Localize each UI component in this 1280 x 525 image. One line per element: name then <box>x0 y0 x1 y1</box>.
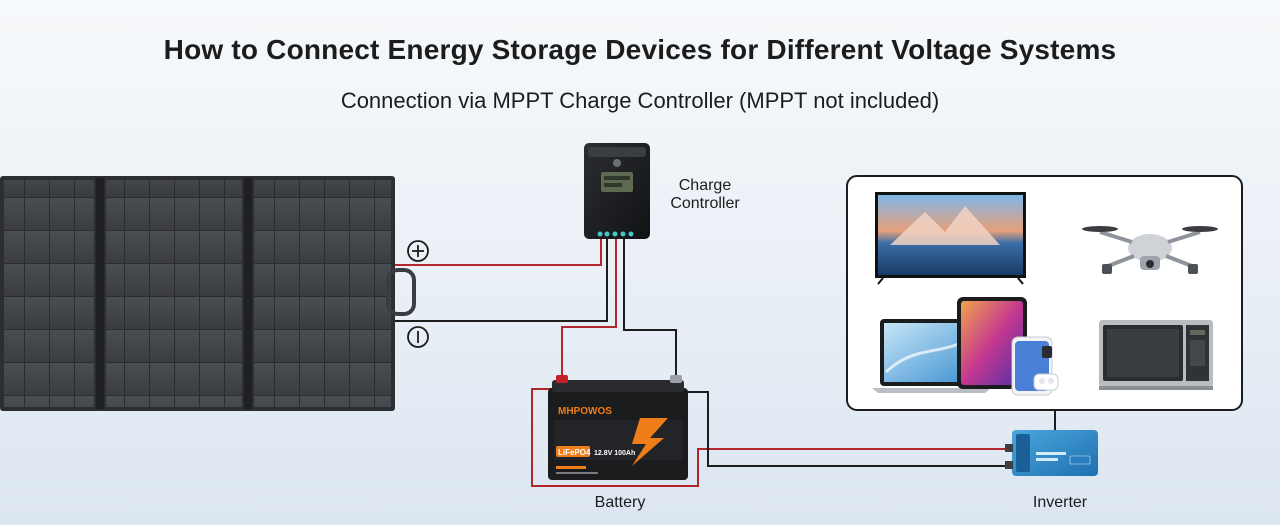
wire-battery-inverter-negative <box>688 391 1010 467</box>
wiring <box>395 238 1056 487</box>
tv-icon <box>875 192 1026 285</box>
battery-spec-text: 12.8V 100Ah <box>594 450 635 457</box>
page-subtitle: Connection via MPPT Charge Controller (M… <box>340 88 940 113</box>
charge-controller-label-line1: Charge <box>678 177 732 194</box>
positive-terminal-symbol <box>407 240 429 262</box>
lightning-icon <box>632 418 668 466</box>
wire-battery-inverter-positive <box>531 388 1010 487</box>
controller-terminals <box>597 231 634 237</box>
battery-positive-terminal <box>556 375 568 383</box>
battery-chemistry-text: LiFePO4 <box>558 448 591 457</box>
charge-controller <box>584 143 650 239</box>
tablet-icon <box>957 297 1027 389</box>
battery-negative-terminal <box>670 375 682 383</box>
page-title: How to Connect Energy Storage Devices fo… <box>163 34 1117 65</box>
loads-box <box>846 175 1243 411</box>
charge-controller-label: Charge Controller <box>660 177 750 213</box>
battery-label: Battery <box>594 494 646 511</box>
battery-brand-text: MHPOWOS <box>558 406 612 417</box>
negative-terminal-symbol <box>407 326 429 348</box>
wire-controller-battery-negative <box>623 238 677 384</box>
panel-handle <box>386 268 416 316</box>
solar-panel-section <box>106 180 242 407</box>
microwave-icon <box>1099 320 1213 390</box>
wire-controller-battery-positive <box>561 238 617 384</box>
charge-controller-label-line2: Controller <box>670 195 740 212</box>
inverter <box>1005 430 1098 476</box>
battery: MHPOWOS LiFePO4 12.8V 100Ah <box>548 375 688 480</box>
solar-panel-section <box>254 180 391 407</box>
inverter-label: Inverter <box>1032 494 1088 511</box>
wire-panel-negative <box>395 238 608 322</box>
controller-display <box>601 172 633 192</box>
drone-icon <box>1082 226 1218 274</box>
solar-panel <box>0 176 416 411</box>
solar-panel-section <box>4 180 94 407</box>
wire-panel-positive <box>395 238 602 266</box>
earbuds-icon <box>1033 373 1059 391</box>
